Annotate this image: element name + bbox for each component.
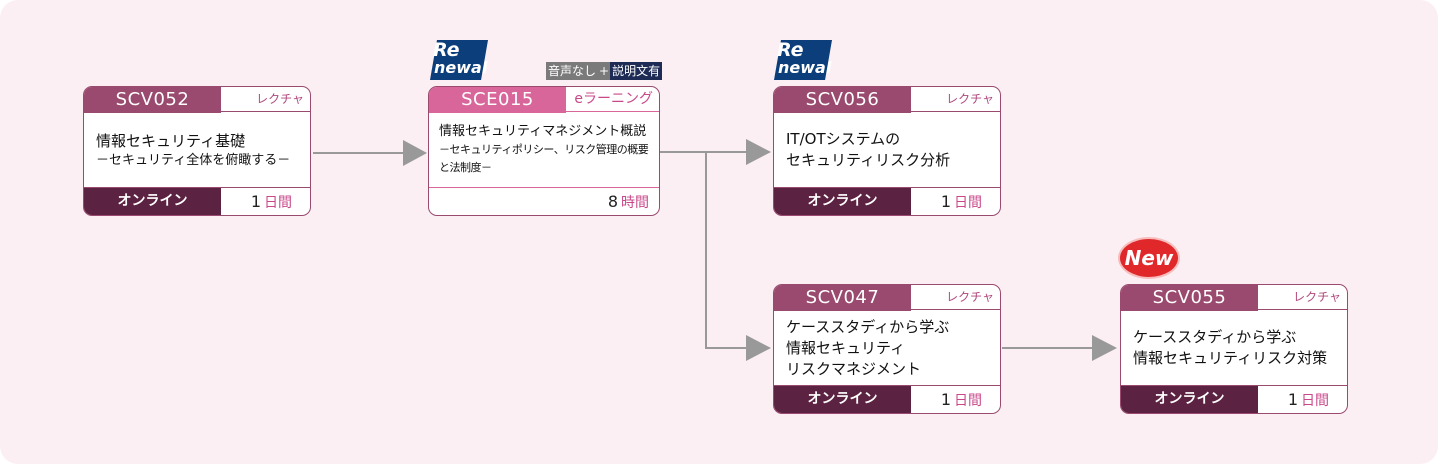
arrowhead-to-sce015	[403, 140, 427, 166]
course-code: SCV047	[774, 285, 911, 311]
delivery-mode: オンライン	[774, 386, 911, 413]
course-title: 情報セキュリティマネジメント概説 －セキュリティポリシー、リスク管理の概要と法制…	[439, 124, 649, 174]
arrowhead-to-scv056	[746, 139, 771, 165]
course-card-scv055[interactable]: SCV055 レクチャ ケーススタディから学ぶ 情報セキュリティリスク対策 オン…	[1120, 284, 1348, 414]
delivery-mode: オンライン	[84, 188, 221, 215]
course-code: SCE015	[429, 87, 566, 113]
course-type: レクチャ	[1258, 285, 1347, 310]
renewal-badge-icon: Re newal	[428, 40, 488, 80]
arrowhead-to-scv047	[746, 335, 771, 361]
course-type: レクチャ	[911, 87, 1000, 112]
course-title: 情報セキュリティ基礎 －セキュリティ全体を俯瞰する－	[96, 131, 291, 168]
delivery-mode: オンライン	[1121, 386, 1258, 413]
course-card-scv056[interactable]: SCV056 レクチャ IT/OTシステムの セキュリティリスク分析 オンライン…	[773, 86, 1001, 216]
course-type: レクチャ	[911, 285, 1000, 310]
course-code: SCV052	[84, 87, 221, 113]
course-card-sce015[interactable]: SCE015 eラーニング 情報セキュリティマネジメント概説 －セキュリティポリ…	[428, 86, 660, 216]
audio-none-badge: 音声なし+説明文有	[546, 62, 663, 80]
new-badge-icon: New	[1118, 237, 1180, 279]
course-card-scv052[interactable]: SCV052 レクチャ 情報セキュリティ基礎 －セキュリティ全体を俯瞰する－ オ…	[83, 86, 311, 216]
arrowhead-to-scv055	[1092, 335, 1117, 361]
course-code: SCV055	[1121, 285, 1258, 311]
course-card-scv047[interactable]: SCV047 レクチャ ケーススタディから学ぶ 情報セキュリティ リスクマネジメ…	[773, 284, 1001, 414]
arrow-sce015-to-scv047	[659, 151, 746, 349]
course-title: ケーススタディから学ぶ 情報セキュリティリスク対策	[1133, 328, 1328, 367]
delivery-mode: オンライン	[774, 188, 911, 215]
course-type: レクチャ	[221, 87, 310, 112]
renewal-badge-icon: Re newal	[772, 40, 832, 80]
course-type: eラーニング	[566, 87, 659, 112]
course-title: ケーススタディから学ぶ 情報セキュリティ リスクマネジメント	[786, 317, 950, 378]
course-code: SCV056	[774, 87, 911, 113]
course-title: IT/OTシステムの セキュリティリスク分析	[786, 130, 951, 169]
